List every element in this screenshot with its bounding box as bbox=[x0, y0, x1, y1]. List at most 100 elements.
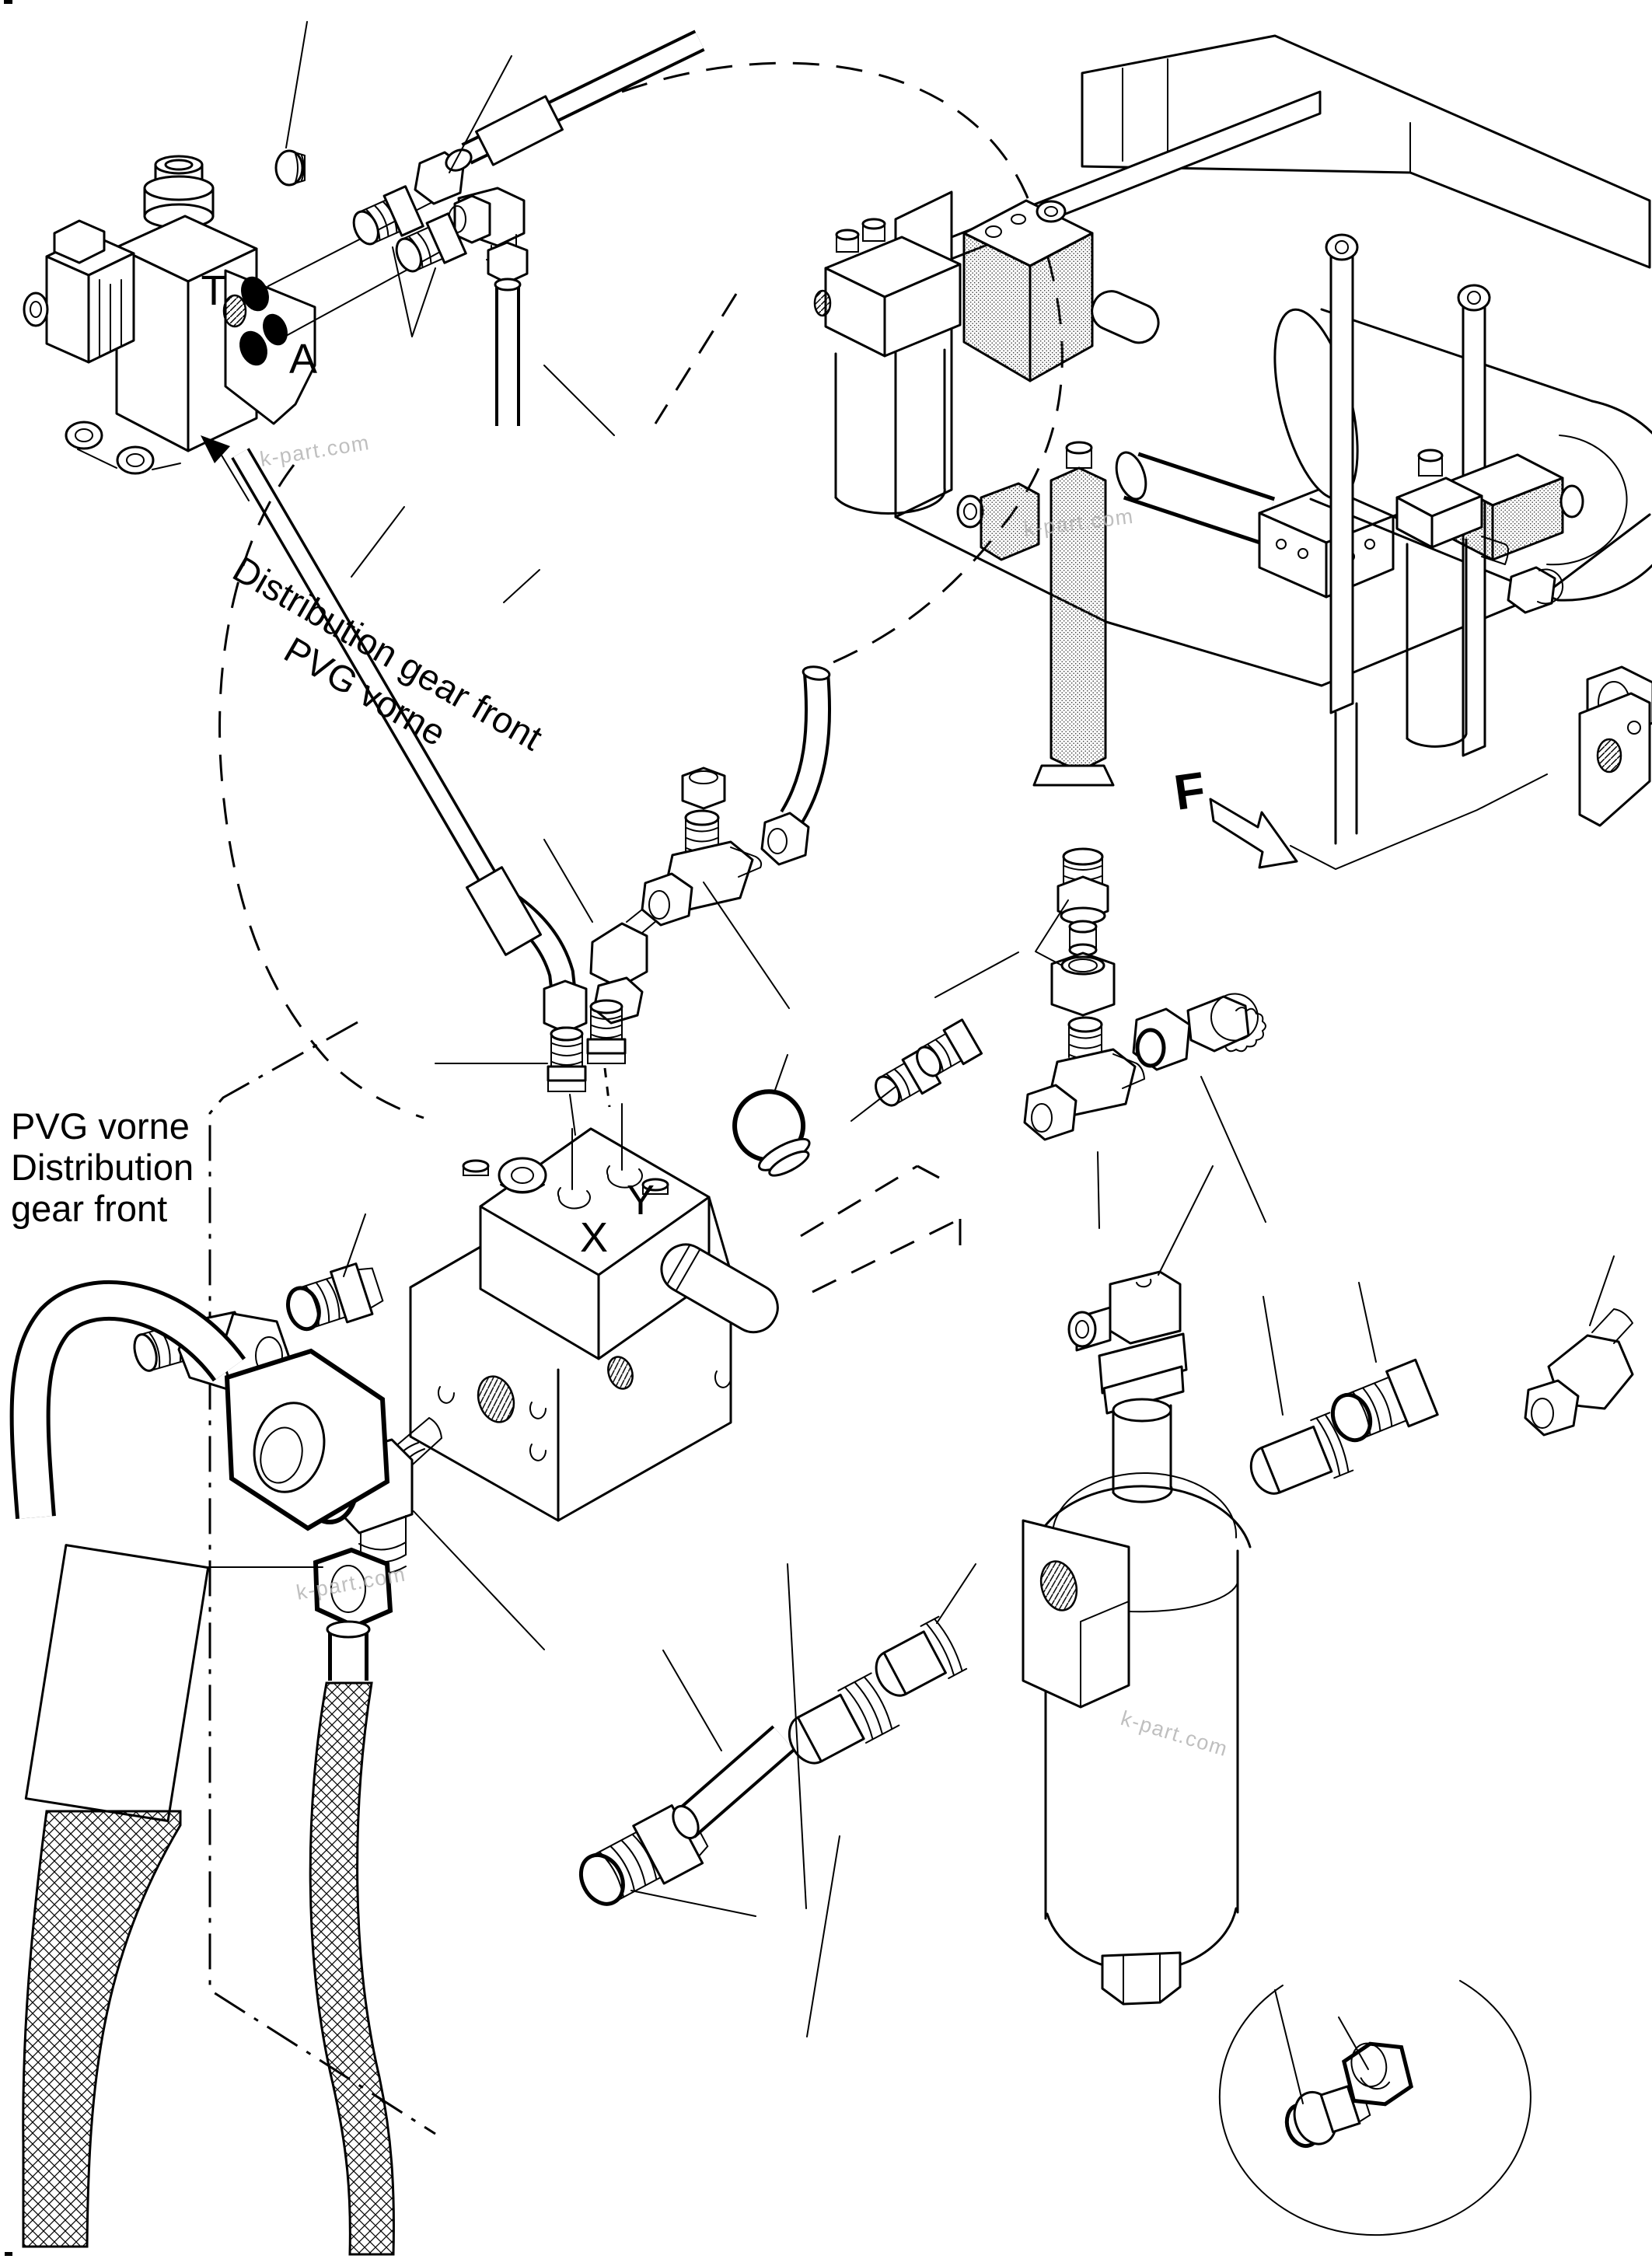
leader-line bbox=[1200, 1076, 1266, 1223]
port-hole-icon bbox=[239, 330, 267, 366]
view-label-f: F bbox=[1171, 761, 1209, 821]
leader-line bbox=[351, 506, 405, 578]
leader-line bbox=[1263, 1296, 1284, 1416]
retaining-ring-icon bbox=[557, 1187, 591, 1210]
dome-plug-floating bbox=[732, 1054, 811, 1177]
hex-nut-icon bbox=[1249, 1412, 1354, 1495]
hex-nut-icon bbox=[1341, 2041, 1414, 2107]
corner-mark-bottom-left bbox=[5, 2252, 12, 2256]
assembly-motor bbox=[1273, 233, 1652, 845]
leader-line bbox=[413, 1510, 545, 1650]
leader-line bbox=[1097, 1151, 1100, 1229]
hose-nut-icon bbox=[543, 979, 588, 1034]
plug-fitting-top bbox=[274, 21, 308, 187]
leader-line bbox=[806, 1835, 840, 2037]
pilot-valve-assembly bbox=[23, 155, 258, 475]
power-unit-assembly bbox=[813, 34, 1652, 871]
hose-to-manifold bbox=[465, 866, 588, 1042]
check-valve-fitting bbox=[1132, 993, 1266, 1223]
corner-mark-top-left bbox=[4, 0, 12, 4]
sectioned-port-icon bbox=[222, 294, 247, 328]
leader-line bbox=[1274, 1989, 1304, 2104]
leader-line bbox=[449, 55, 512, 173]
leader-line bbox=[934, 951, 1019, 998]
hose-nut-icon bbox=[313, 1547, 393, 1629]
arrowhead-icon bbox=[201, 435, 230, 463]
leader-line bbox=[850, 1086, 896, 1122]
serrated-ring-icon bbox=[1210, 993, 1266, 1053]
male-adapter-icon bbox=[1330, 1358, 1439, 1443]
threaded-hole-icon bbox=[477, 1375, 515, 1423]
fitting-pair-right-of-filter bbox=[1249, 1282, 1439, 1495]
tee-nut-icon bbox=[641, 872, 693, 927]
assembly-regulator bbox=[1395, 449, 1564, 748]
manifold-block: X Y bbox=[409, 1103, 779, 1522]
small-plug-icon bbox=[1284, 2085, 1371, 2149]
threaded-hole-icon bbox=[607, 1356, 634, 1390]
small-plug-icon bbox=[1068, 920, 1098, 934]
leader-dashed bbox=[603, 1067, 611, 1108]
small-hole-icon bbox=[438, 1370, 732, 1461]
hose-elbow-right-of-tee bbox=[760, 665, 832, 866]
elbow-nut-icon bbox=[1524, 1379, 1580, 1437]
port-label-y: Y bbox=[627, 1177, 655, 1224]
filter-sensor bbox=[1067, 1270, 1188, 1503]
braided-hose-center bbox=[309, 1547, 395, 2256]
phantom-route-left bbox=[218, 464, 424, 1119]
callout-pvg-vorne-left: PVG vorne Distribution gear front bbox=[11, 1105, 194, 1229]
leader-line-v bbox=[392, 246, 436, 337]
port-label-x: X bbox=[580, 1214, 608, 1261]
leader-line bbox=[787, 1563, 807, 1909]
assembly-solenoid-tower bbox=[956, 441, 1115, 787]
leader-line bbox=[662, 1650, 722, 1751]
callout-left-line1: PVG vorne bbox=[11, 1105, 190, 1147]
tee-fitting-center bbox=[641, 809, 790, 1009]
side-plug-icon bbox=[660, 1243, 779, 1334]
elbow-fitting-center bbox=[543, 839, 664, 1025]
leader-line bbox=[1158, 1165, 1214, 1276]
adapter-nipple-y bbox=[586, 999, 627, 1064]
elbow-nut-icon bbox=[453, 194, 491, 244]
steel-tube-long bbox=[231, 448, 540, 892]
leader-line-v bbox=[1035, 899, 1069, 966]
phantom-mounting-plane bbox=[800, 1164, 962, 1294]
adapter-nipple-x bbox=[547, 1026, 587, 1092]
phantom-hose-loop bbox=[621, 61, 1063, 672]
adapter-fitting-a bbox=[352, 185, 424, 246]
assembly-manifold-block bbox=[962, 199, 1160, 382]
filter-bracket bbox=[1022, 1519, 1130, 1709]
hex-plug-icon bbox=[875, 1615, 968, 1697]
leader-line bbox=[774, 1054, 788, 1093]
tee-fitting-right bbox=[1023, 1016, 1145, 1229]
watermark-text: k-part.com bbox=[258, 431, 371, 471]
hex-plug-icon bbox=[53, 219, 106, 264]
leader-line bbox=[1589, 1255, 1615, 1326]
braided-hose-icon bbox=[309, 1681, 395, 2256]
leader-line bbox=[569, 1094, 576, 1136]
valve-pointer-arrow bbox=[201, 435, 250, 501]
detail-circle bbox=[1218, 1980, 1532, 2236]
port-hole-icon bbox=[241, 276, 269, 312]
braided-hose-icon bbox=[22, 1810, 182, 2248]
watermark-text: k-part.com bbox=[1118, 1706, 1231, 1761]
port-label-a: A bbox=[289, 336, 317, 382]
drain-plug-icon bbox=[1101, 1951, 1182, 2006]
leader-line bbox=[543, 365, 615, 436]
adapter-pair-right-of-manifold bbox=[850, 951, 1019, 1122]
adapter-left bbox=[286, 1262, 384, 1332]
braided-hose-left bbox=[9, 1280, 390, 2248]
leader-line bbox=[936, 1563, 976, 1624]
leader-line bbox=[630, 1890, 756, 1917]
callout-left-line2: Distribution bbox=[11, 1147, 194, 1188]
elbow-fitting-far-right bbox=[1524, 1255, 1634, 1437]
port-label-t: T bbox=[201, 267, 227, 314]
view-arrow-icon bbox=[1209, 798, 1298, 869]
return-filter bbox=[1022, 1165, 1252, 2006]
leader-line bbox=[343, 1213, 366, 1277]
hex-nut-above-tee bbox=[681, 766, 726, 810]
view-direction-marker: F bbox=[1171, 761, 1298, 869]
adapter-fitting-b bbox=[395, 212, 467, 273]
leader-line bbox=[503, 569, 540, 603]
mounting-plate bbox=[1081, 34, 1651, 269]
